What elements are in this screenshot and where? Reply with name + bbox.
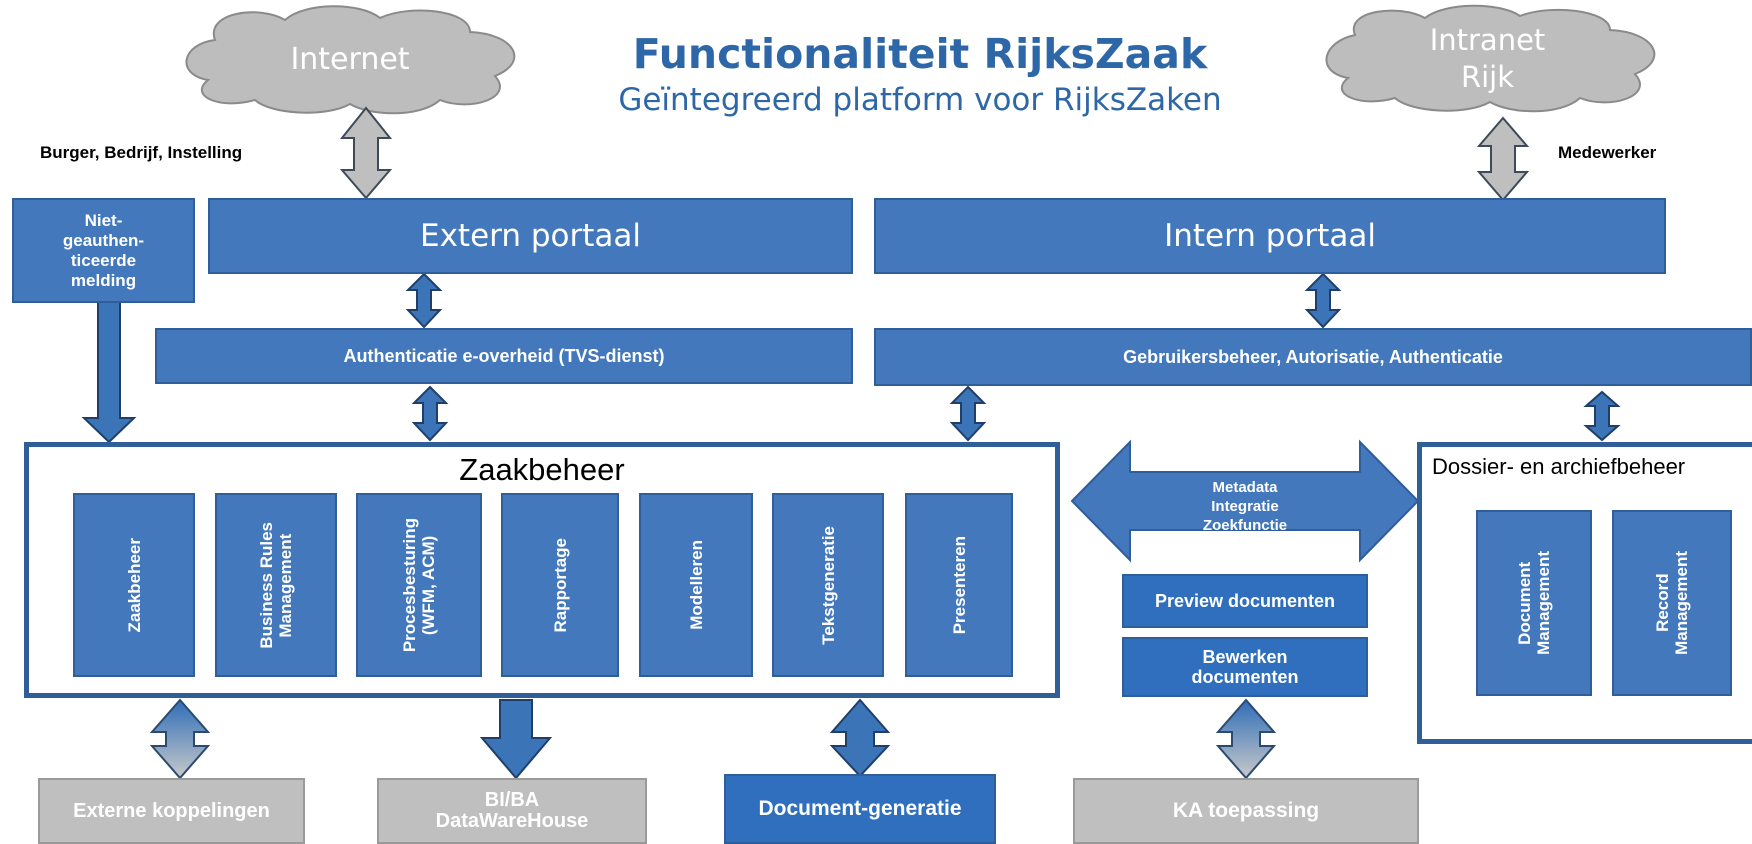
extern-auth-arrow	[405, 272, 443, 329]
module-business-rules: Business Rules Management	[215, 493, 337, 677]
module-tekstgeneratie: Tekstgeneratie	[772, 493, 884, 677]
module-procesbesturing: Procesbesturing (WFM, ACM)	[356, 493, 482, 677]
intern-auth-band: Gebruikersbeheer, Autorisatie, Authentic…	[874, 328, 1752, 386]
module-label: Procesbesturing (WFM, ACM)	[400, 517, 438, 653]
intern-dossier-arrow	[1583, 390, 1621, 442]
dossier-title: Dossier- en archiefbeheer	[1432, 454, 1686, 479]
module-zaakbeheer: Zaakbeheer	[73, 493, 195, 677]
internet-label: Internet	[290, 42, 410, 77]
externe-koppelingen-arrow	[149, 698, 211, 780]
docgen-arrow	[829, 698, 891, 778]
intranet-portal-arrow	[1476, 116, 1530, 202]
module-presenteren: Presenteren	[905, 493, 1013, 677]
module-label: Business Rules Management	[257, 521, 295, 649]
ka-arrow	[1215, 698, 1277, 780]
internet-portal-arrow	[339, 106, 393, 200]
module-label: Rapportage	[550, 537, 570, 633]
bi-datawarehouse-box: BI/BA DataWareHouse	[377, 778, 647, 844]
intern-auth-arrow	[1304, 272, 1342, 329]
auth-zaakbeheer-arrow	[411, 385, 449, 442]
page-subtitle: Geïntegreerd platform voor RijksZaken	[618, 82, 1222, 118]
intern-zaakbeheer-arrow	[949, 385, 987, 442]
module-label: Document Management	[1515, 551, 1553, 655]
ka-toepassing-box: KA toepassing	[1073, 778, 1419, 844]
module-label: Zaakbeheer	[124, 537, 144, 633]
integration-label: Metadata Integratie Zoekfunctie	[1202, 479, 1288, 534]
module-record-management: Record Management	[1612, 510, 1732, 696]
bi-down-arrow	[479, 699, 553, 780]
zaakbeheer-title: Zaakbeheer	[459, 452, 625, 487]
external-actors-label: Burger, Bedrijf, Instelling	[40, 143, 243, 162]
intranet-label: Intranet Rijk	[1429, 23, 1546, 94]
module-label: Presenteren	[949, 535, 969, 635]
module-document-management: Document Management	[1476, 510, 1592, 696]
intern-portal: Intern portaal	[874, 198, 1666, 274]
non-auth-report-box: Niet- geauthen- ticeerde melding	[12, 198, 195, 303]
page-title: Functionaliteit RijksZaak	[632, 30, 1208, 78]
internet-cloud	[185, 5, 516, 115]
module-label: Modelleren	[686, 540, 706, 630]
extern-auth-band: Authenticatie e-overheid (TVS-dienst)	[155, 328, 853, 384]
document-generatie-box: Document-generatie	[724, 774, 996, 844]
internal-actor-label: Medewerker	[1558, 143, 1657, 162]
module-label: Tekstgeneratie	[818, 525, 838, 645]
module-modelleren: Modelleren	[639, 493, 753, 677]
module-rapportage: Rapportage	[501, 493, 619, 677]
edit-documents-box: Bewerken documenten	[1122, 637, 1368, 697]
intranet-cloud	[1325, 4, 1656, 113]
module-label: Record Management	[1653, 551, 1691, 655]
extern-portal: Extern portaal	[208, 198, 853, 274]
melding-zaakbeheer-arrow	[81, 301, 137, 444]
externe-koppelingen-box: Externe koppelingen	[38, 778, 305, 844]
preview-documents-box: Preview documenten	[1122, 574, 1368, 628]
